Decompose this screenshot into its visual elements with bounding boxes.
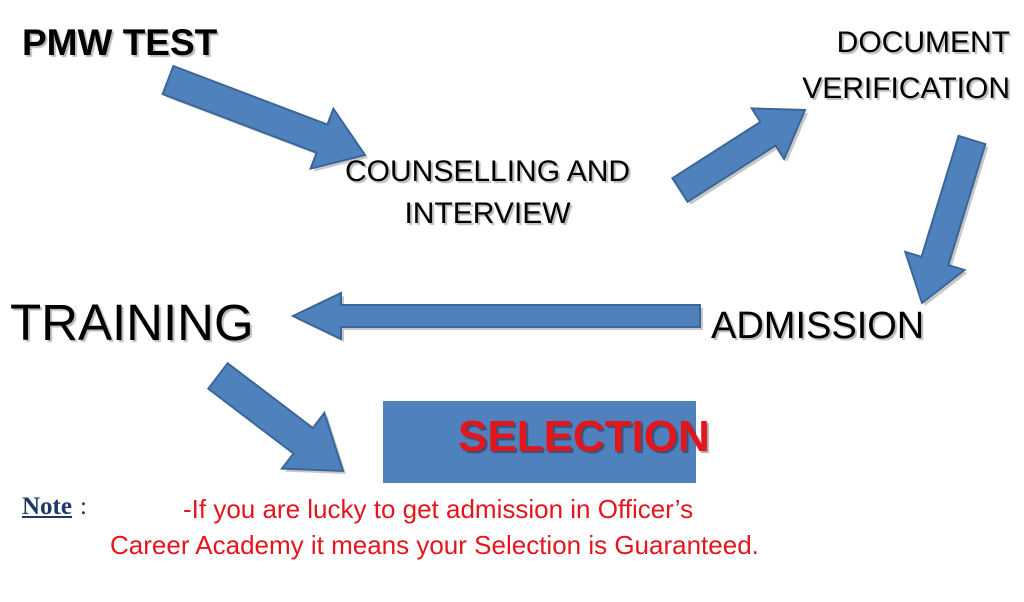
arrow-document-to-admission <box>903 134 987 305</box>
note-label: Note <box>22 493 72 520</box>
node-counselling-line2: INTERVIEW <box>404 197 571 230</box>
node-counselling-interview: COUNSELLING AND INTERVIEW <box>345 151 630 235</box>
arrow-pmw-to-counselling <box>161 64 367 170</box>
node-selection: SELECTION <box>458 412 710 461</box>
node-admission: ADMISSION <box>711 305 925 347</box>
note-line-2: Career Academy it means your Selection i… <box>110 530 759 560</box>
note-line-1: -If you are lucky to get admission in Of… <box>183 494 694 524</box>
node-document-verification-line2: VERIFICATION <box>802 72 1010 105</box>
selection-box <box>383 401 696 483</box>
node-counselling-line1: COUNSELLING AND <box>345 155 631 188</box>
node-document-verification: DOCUMENT VERIFICATION <box>802 20 1010 112</box>
node-training: TRAINING <box>10 294 254 351</box>
arrow-training-to-selection <box>206 361 345 473</box>
node-pmw-test: PMW TEST <box>22 22 218 63</box>
arrow-counselling-to-document <box>671 107 807 204</box>
node-document-verification-line1: DOCUMENT <box>836 26 1010 59</box>
arrow-admission-to-training <box>290 291 701 341</box>
note-colon: : <box>80 493 87 520</box>
